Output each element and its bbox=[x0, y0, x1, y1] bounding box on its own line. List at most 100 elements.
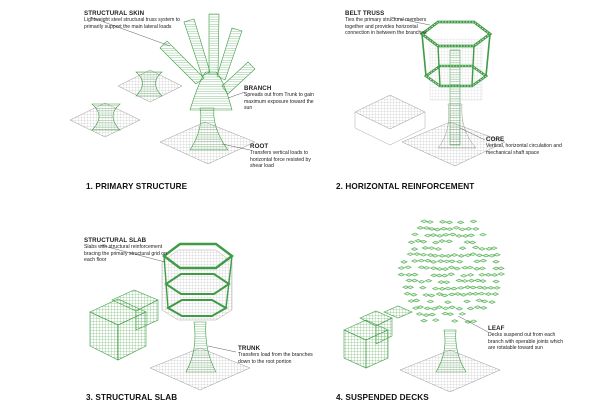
leaf-deck bbox=[467, 233, 475, 238]
leaf-deck bbox=[463, 240, 472, 244]
leaf-deck bbox=[438, 254, 446, 258]
leaf-deck bbox=[416, 226, 425, 230]
leaf-deck bbox=[450, 319, 459, 323]
leaf-deck bbox=[453, 266, 462, 271]
leaf-deck bbox=[415, 312, 424, 316]
leaf-deck bbox=[455, 278, 463, 283]
leaf-deck bbox=[418, 285, 427, 290]
leaf-deck bbox=[479, 232, 487, 237]
leaf-deck bbox=[469, 252, 477, 256]
leaf-deck bbox=[458, 227, 467, 232]
leaf-deck bbox=[472, 266, 481, 271]
leaf-deck bbox=[422, 226, 431, 230]
leaf-deck bbox=[417, 279, 426, 284]
leaf-deck bbox=[441, 267, 450, 271]
leaf-deck bbox=[445, 239, 453, 244]
leaf-deck bbox=[442, 280, 451, 285]
panel2-artwork bbox=[354, 16, 506, 167]
label-root: ROOT Transfers vertical loads to horizon… bbox=[250, 143, 324, 170]
leaf-deck bbox=[490, 273, 499, 277]
leaf-deck bbox=[419, 239, 428, 244]
leaf-deck bbox=[466, 306, 475, 311]
label-text: Vertical, horizontal circulation and mec… bbox=[486, 143, 562, 156]
leaf-deck bbox=[464, 227, 473, 231]
leaf-deck bbox=[480, 299, 489, 304]
leaf-deck bbox=[433, 227, 442, 232]
leaf-deck bbox=[478, 272, 486, 277]
leaf-deck bbox=[477, 291, 486, 296]
leaf-deck bbox=[469, 219, 478, 224]
leaf-deck bbox=[431, 254, 440, 258]
label-title: ROOT bbox=[250, 143, 269, 150]
leaf-deck bbox=[469, 319, 478, 324]
leaf-deck bbox=[414, 239, 423, 243]
leaf-deck bbox=[488, 300, 496, 304]
leaf-deck bbox=[478, 247, 486, 251]
leaf-deck bbox=[427, 293, 436, 298]
leaf-deck bbox=[464, 320, 472, 324]
leaf-deck bbox=[475, 285, 484, 290]
leaf-deck bbox=[439, 226, 448, 231]
leaf-deck bbox=[444, 254, 453, 258]
leaf-deck bbox=[407, 240, 416, 245]
leaf-deck bbox=[434, 247, 443, 251]
label-title: LEAF bbox=[488, 325, 505, 332]
leaf-deck bbox=[420, 219, 428, 224]
leaf-deck bbox=[444, 286, 452, 291]
label-title: STRUCTURAL SKIN bbox=[84, 10, 145, 17]
leaf-deck bbox=[407, 299, 416, 303]
label-leaf: LEAF Decks suspend out from each branch … bbox=[488, 325, 566, 352]
leaf-deck bbox=[450, 253, 459, 257]
leaf-deck bbox=[428, 312, 437, 317]
leaf-deck bbox=[429, 260, 438, 264]
leaf-deck bbox=[417, 258, 426, 263]
leaf-deck bbox=[480, 286, 489, 290]
leaf-deck bbox=[479, 258, 488, 263]
leaf-deck bbox=[430, 306, 439, 311]
leaf-deck bbox=[410, 247, 419, 251]
leaf-deck bbox=[435, 292, 444, 296]
leaf-deck bbox=[484, 292, 493, 296]
leaf-deck bbox=[429, 233, 438, 237]
leaf-deck bbox=[410, 278, 419, 283]
leaf-deck bbox=[419, 252, 428, 257]
leaf-deck bbox=[420, 318, 428, 323]
leaf-deck bbox=[471, 245, 480, 250]
panel3-caption: 3. STRUCTURAL SLAB bbox=[86, 393, 178, 402]
leaf-deck bbox=[435, 267, 444, 271]
leaf-deck bbox=[423, 306, 432, 311]
leaf-deck bbox=[431, 240, 440, 245]
leaf-deck bbox=[403, 291, 412, 296]
label-title: STRUCTURAL SLAB bbox=[84, 237, 147, 244]
label-belt-truss: BELT TRUSS Ties the primary structural m… bbox=[345, 10, 427, 37]
suspended-deck-leaves bbox=[397, 219, 506, 324]
leaf-deck bbox=[471, 227, 480, 231]
leaf-deck bbox=[406, 252, 415, 256]
label-core: CORE Vertical, horizontal circulation an… bbox=[486, 136, 566, 156]
label-trunk: TRUNK Transfers load from the branches d… bbox=[238, 345, 320, 365]
leaf-deck bbox=[435, 305, 444, 309]
leaf-deck bbox=[487, 253, 496, 258]
leaf-deck bbox=[431, 286, 440, 291]
leaf-deck bbox=[490, 246, 498, 250]
leaf-deck bbox=[416, 305, 425, 309]
leaf-deck bbox=[454, 292, 462, 296]
leaf-deck bbox=[447, 265, 456, 270]
leaf-deck bbox=[431, 318, 440, 322]
leaf-deck bbox=[435, 234, 444, 238]
leaf-deck bbox=[459, 273, 468, 278]
leaf-deck bbox=[468, 240, 477, 245]
label-text: Slabs with structural reinforcement brac… bbox=[84, 244, 167, 264]
leaf-deck bbox=[438, 286, 447, 291]
leaf-deck bbox=[452, 225, 461, 230]
leaf-deck bbox=[464, 253, 472, 258]
leaf-deck bbox=[457, 254, 466, 258]
leaf-deck bbox=[493, 286, 501, 290]
leaf-deck bbox=[466, 273, 475, 277]
leaf-deck bbox=[445, 227, 454, 231]
leaf-deck bbox=[479, 279, 487, 283]
panel2-caption: 2. HORIZONTAL REINFORCEMENT bbox=[336, 182, 475, 191]
leaf-deck bbox=[492, 279, 500, 284]
